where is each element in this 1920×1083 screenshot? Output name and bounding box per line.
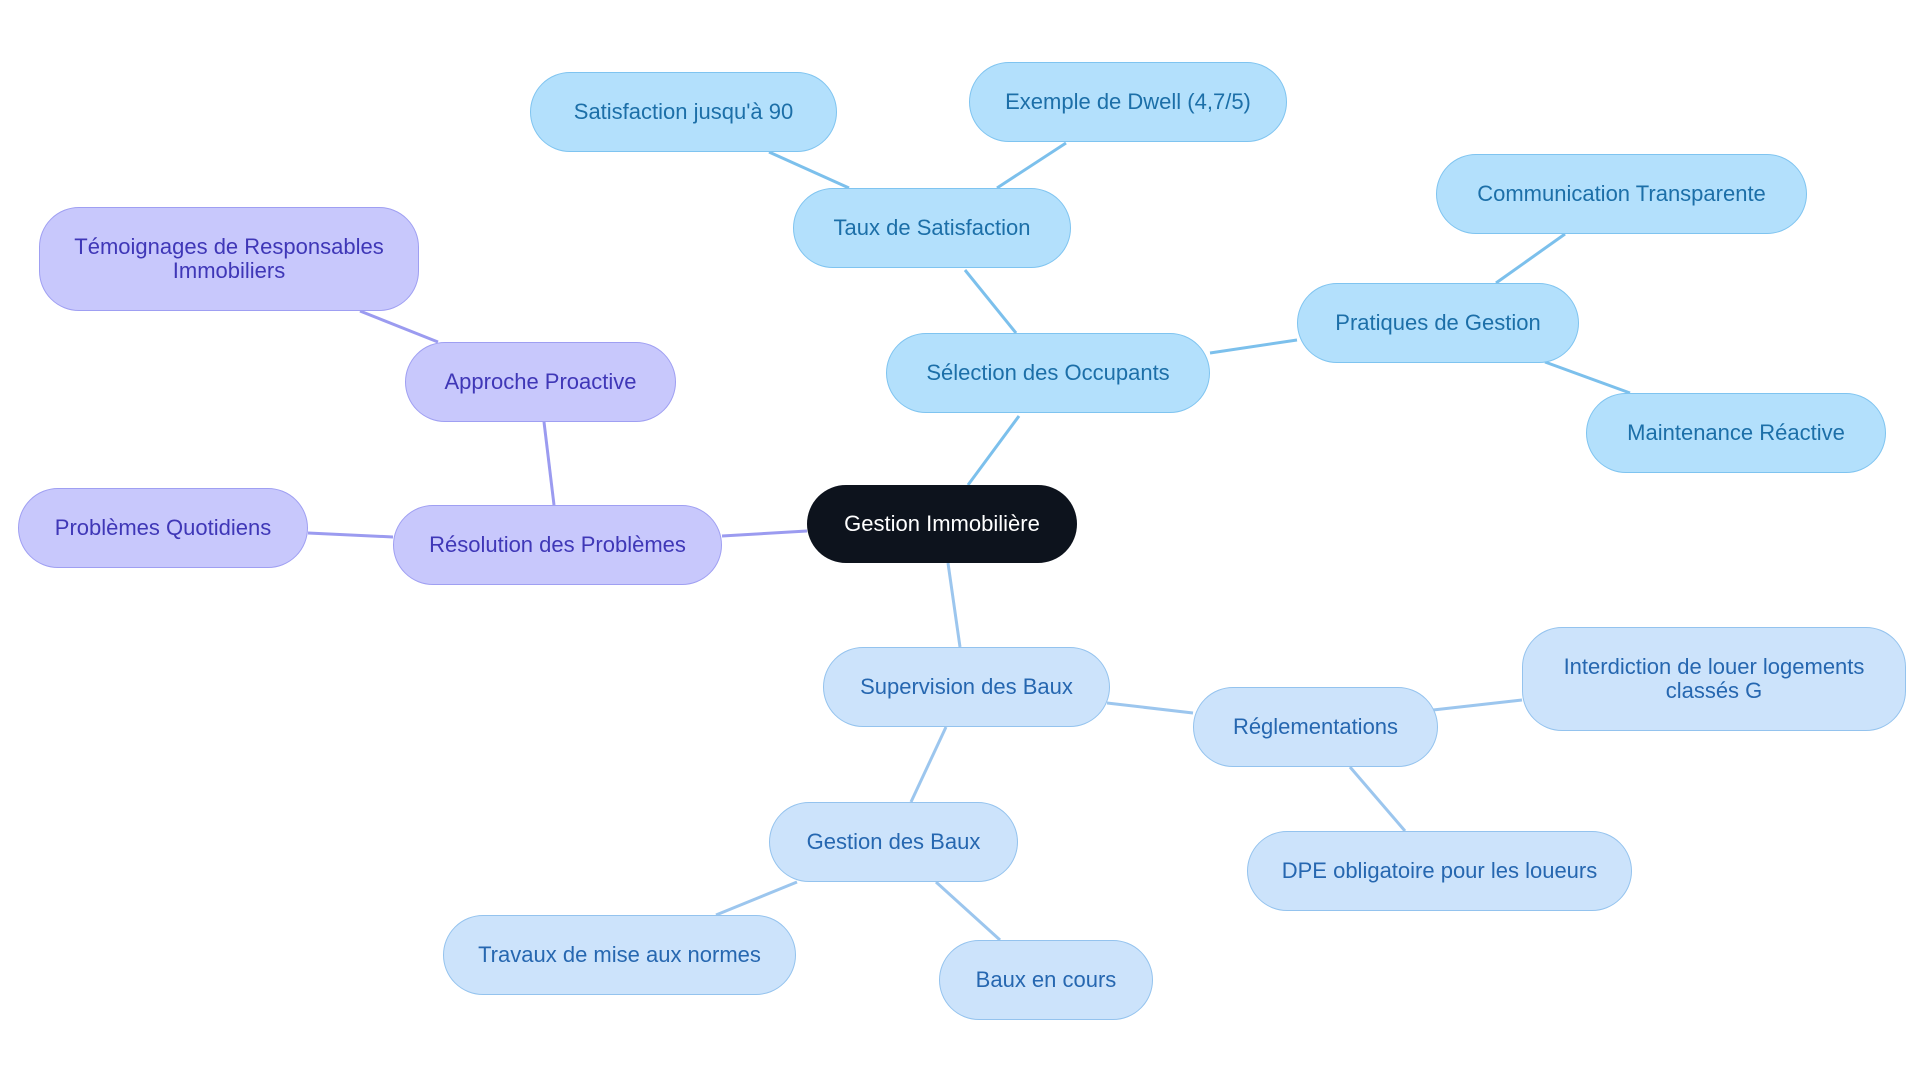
connector-reglementations-dpe	[1348, 766, 1407, 832]
connector-pratiques-communication	[1495, 232, 1566, 285]
node-label: Communication Transparente	[1477, 181, 1766, 206]
node-label: Baux en cours	[975, 967, 1117, 992]
node-label: Approche Proactive	[444, 369, 637, 394]
node-label: Gestion des Baux	[806, 829, 981, 854]
node-taux-de-satisfaction[interactable]: Taux de Satisfaction	[793, 188, 1071, 268]
node-label: Pratiques de Gestion	[1335, 310, 1541, 335]
node-approche-proactive[interactable]: Approche Proactive	[405, 342, 676, 422]
node-communication-transparente[interactable]: Communication Transparente	[1436, 154, 1807, 234]
node-interdiction-logements-g[interactable]: Interdiction de louer logements classés …	[1522, 627, 1906, 731]
node-label: Sélection des Occupants	[926, 360, 1170, 385]
node-temoignages-responsables[interactable]: Témoignages de Responsables Immobiliers	[39, 207, 419, 311]
node-label: Interdiction de louer logements classés …	[1563, 654, 1865, 703]
node-dpe-obligatoire[interactable]: DPE obligatoire pour les loueurs	[1247, 831, 1632, 911]
node-satisfaction-jusqua-90[interactable]: Satisfaction jusqu'à 90	[530, 72, 837, 152]
node-pratiques-de-gestion[interactable]: Pratiques de Gestion	[1297, 283, 1579, 363]
node-problemes-quotidiens[interactable]: Problèmes Quotidiens	[18, 488, 308, 568]
connector-central-selection	[966, 415, 1021, 486]
node-label: Problèmes Quotidiens	[54, 515, 272, 540]
node-label: Maintenance Réactive	[1627, 420, 1845, 445]
node-label: Supervision des Baux	[860, 674, 1073, 699]
connector-pratiques-maintenance	[1544, 360, 1631, 395]
connector-central-supervision	[946, 562, 962, 648]
node-gestion-des-baux[interactable]: Gestion des Baux	[769, 802, 1018, 882]
connector-selection-pratiques	[1209, 338, 1298, 355]
node-exemple-de-dwell[interactable]: Exemple de Dwell (4,7/5)	[969, 62, 1287, 142]
connector-taux-dwell	[996, 141, 1067, 190]
node-label: Témoignages de Responsables Immobiliers	[74, 234, 384, 283]
connector-resolution-problemes	[307, 531, 394, 539]
central-node-label: Gestion Immobilière	[844, 511, 1040, 536]
connector-selection-taux	[963, 269, 1018, 334]
node-baux-en-cours[interactable]: Baux en cours	[939, 940, 1153, 1020]
connector-gestionbaux-travaux	[715, 880, 798, 917]
node-selection-des-occupants[interactable]: Sélection des Occupants	[886, 333, 1210, 413]
connector-central-resolution	[721, 529, 808, 538]
node-label: Réglementations	[1232, 714, 1399, 739]
connector-supervision-reglementations	[1106, 701, 1194, 715]
node-reglementations[interactable]: Réglementations	[1193, 687, 1438, 767]
node-maintenance-reactive[interactable]: Maintenance Réactive	[1586, 393, 1886, 473]
connector-resolution-approche	[542, 421, 556, 506]
node-label: Satisfaction jusqu'à 90	[573, 99, 794, 124]
connector-approche-temoignages	[359, 309, 439, 344]
node-label: Résolution des Problèmes	[429, 532, 686, 557]
connector-supervision-gestionbaux	[909, 726, 948, 803]
node-label: Travaux de mise aux normes	[478, 942, 761, 967]
connector-reglementations-interdiction	[1432, 698, 1523, 712]
central-node[interactable]: Gestion Immobilière	[807, 485, 1077, 563]
node-label: Exemple de Dwell (4,7/5)	[1005, 89, 1251, 114]
connector-gestionbaux-enCours	[934, 880, 1002, 942]
node-resolution-des-problemes[interactable]: Résolution des Problèmes	[393, 505, 722, 585]
node-travaux-mise-aux-normes[interactable]: Travaux de mise aux normes	[443, 915, 796, 995]
connector-taux-satisfaction90	[768, 150, 850, 190]
node-supervision-des-baux[interactable]: Supervision des Baux	[823, 647, 1110, 727]
node-label: DPE obligatoire pour les loueurs	[1281, 858, 1598, 883]
node-label: Taux de Satisfaction	[833, 215, 1031, 240]
